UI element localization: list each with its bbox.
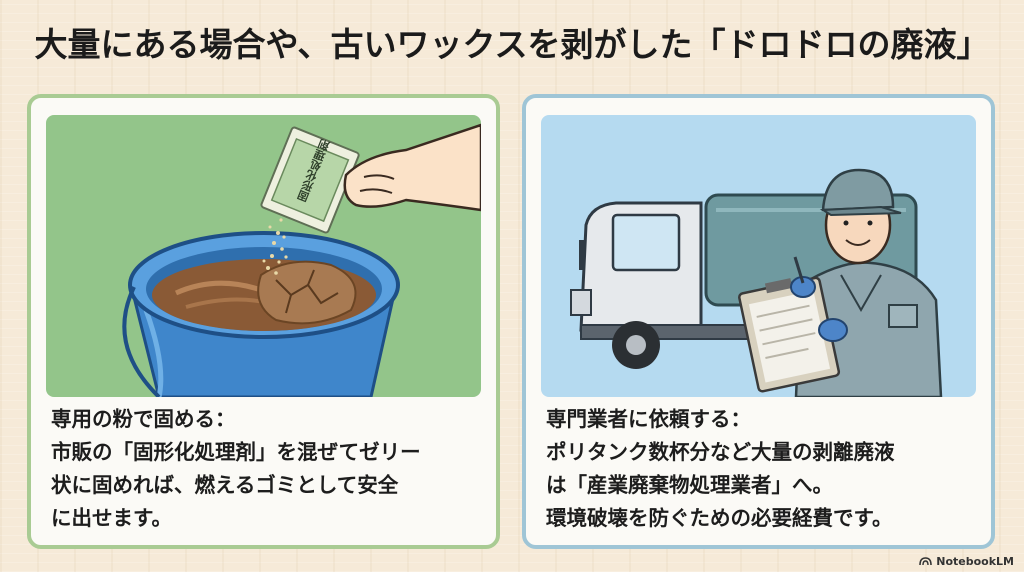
caption-line: ポリタンク数杯分など大量の剥離廃液	[546, 440, 895, 464]
page-title: 大量にある場合や、古いワックスを剥がした「ドロドロの廃液」	[34, 25, 990, 64]
brand-watermark: NotebookLM	[919, 555, 1014, 568]
solidify-caption: 専用の粉で固める： 市販の「固形化処理剤」を混ぜてゼリー 状に固めれば、燃えるゴ…	[51, 403, 491, 535]
caption-line: に出せます。	[51, 506, 172, 530]
panel-solidify: 固形化処理剤 専用の粉で固める： 市販の「固形化処理剤」を混ぜてゼリー 状に固め…	[27, 94, 500, 549]
brand-label: NotebookLM	[936, 555, 1014, 568]
caption-line: 環境破壊を防ぐための必要経費です。	[546, 506, 893, 530]
caption-heading: 専門業者に依頼する：	[546, 407, 751, 431]
contractor-caption: 専門業者に依頼する： ポリタンク数杯分など大量の剥離廃液 は「産業廃棄物処理業者…	[546, 403, 986, 535]
solidify-illustration: 固形化処理剤	[46, 115, 481, 397]
caption-line: は「産業廃棄物処理業者」へ。	[546, 473, 833, 497]
caption-heading: 専用の粉で固める：	[51, 407, 236, 431]
contractor-illustration	[541, 115, 976, 397]
notebooklm-logo-icon	[919, 557, 933, 566]
caption-line: 状に固めれば、燃えるゴミとして安全	[51, 473, 399, 497]
panel-contractor: 専門業者に依頼する： ポリタンク数杯分など大量の剥離廃液 は「産業廃棄物処理業者…	[522, 94, 995, 549]
caption-line: 市販の「固形化処理剤」を混ぜてゼリー	[51, 440, 421, 464]
